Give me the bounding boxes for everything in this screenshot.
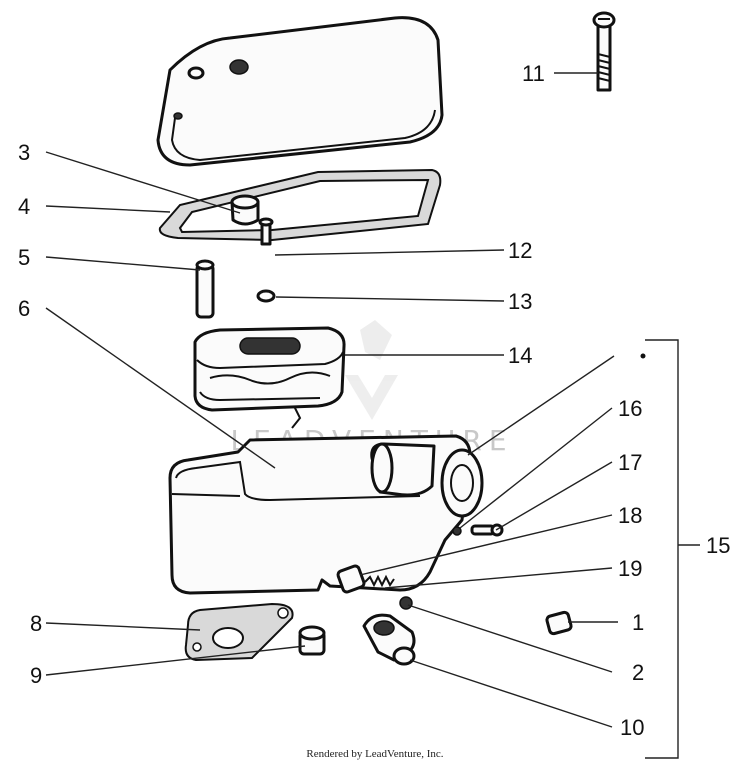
callout-4: 4 — [18, 194, 30, 219]
callout-17: 17 — [618, 450, 642, 475]
callout-labels: 1 2 3 4 5 6 8 9 10 11 12 13 14 15 16 17 … — [18, 61, 730, 740]
callout-6: 6 — [18, 296, 30, 321]
cover-gasket — [158, 168, 442, 242]
air-cleaner-cover — [156, 16, 444, 167]
callout-16: 16 — [618, 396, 642, 421]
small-ball — [452, 526, 462, 536]
callout-13: 13 — [508, 289, 532, 314]
small-screw — [470, 523, 504, 537]
callout-1: 1 — [632, 610, 644, 635]
callout-8: 8 — [30, 611, 42, 636]
callout-19: 19 — [618, 556, 642, 581]
flange — [440, 448, 484, 518]
bolt — [592, 11, 616, 92]
spacer — [195, 259, 215, 319]
callout-10: 10 — [620, 715, 644, 740]
callout-14: 14 — [508, 343, 532, 368]
air-filter-element — [193, 326, 346, 429]
nut — [256, 289, 276, 303]
watermark-logo — [345, 320, 398, 420]
callout-5: 5 — [18, 245, 30, 270]
footer-credit: Rendered by LeadVenture, Inc. — [306, 748, 444, 760]
collar — [298, 625, 326, 656]
check-ball — [399, 596, 413, 610]
air-cleaner-body — [168, 434, 472, 595]
callout-15: 15 — [706, 533, 730, 558]
callout-12: 12 — [508, 238, 532, 263]
callout-9: 9 — [30, 663, 42, 688]
callout-11: 11 — [522, 61, 545, 86]
callout-2: 2 — [632, 660, 644, 685]
callout-18: 18 — [618, 503, 642, 528]
base-gasket — [184, 602, 294, 662]
leader-lines — [45, 72, 700, 759]
bushing — [230, 194, 260, 226]
stud — [258, 217, 274, 246]
callout-3: 3 — [18, 140, 30, 165]
spring — [364, 574, 395, 588]
drain-valve — [362, 613, 416, 666]
cap — [545, 610, 573, 636]
